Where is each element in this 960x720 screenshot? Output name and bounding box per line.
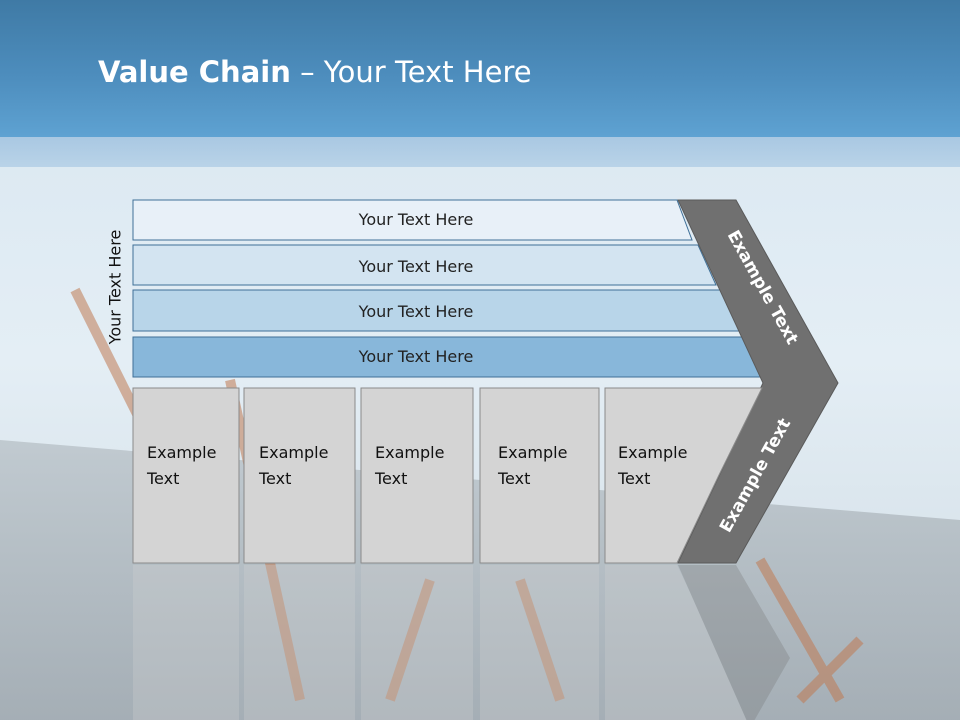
primary-activity-1-line1: Example bbox=[147, 443, 216, 462]
support-row-2-label: Your Text Here bbox=[358, 257, 474, 276]
support-row-3[interactable]: Your Text Here bbox=[132, 289, 741, 332]
support-row-3-label: Your Text Here bbox=[358, 302, 474, 321]
primary-activity-4-line2: Text bbox=[497, 469, 530, 488]
primary-activity-4-line1: Example bbox=[498, 443, 567, 462]
primary-activity-5[interactable]: Example Text bbox=[604, 387, 763, 564]
margin-chevron-shape bbox=[677, 199, 839, 564]
primary-activity-2-line1: Example bbox=[259, 443, 328, 462]
title-rest: – Your Text Here bbox=[290, 55, 532, 89]
primary-activity-5-line2: Text bbox=[617, 469, 650, 488]
support-row-2[interactable]: Your Text Here bbox=[132, 244, 717, 286]
primary-activity-2-box bbox=[243, 387, 356, 564]
support-row-1-shape bbox=[132, 199, 693, 241]
primary-activity-3[interactable]: Example Text bbox=[360, 387, 474, 564]
slide-title: Value Chain – Your Text Here bbox=[98, 55, 532, 89]
primary-activity-1[interactable]: Example Text bbox=[132, 387, 240, 564]
diagram-reflection bbox=[133, 565, 790, 720]
primary-activity-3-line2: Text bbox=[374, 469, 407, 488]
primary-activity-5-line1: Example bbox=[618, 443, 687, 462]
support-row-4[interactable]: Your Text Here bbox=[132, 336, 764, 378]
primary-activity-3-box bbox=[360, 387, 474, 564]
primary-activity-5-box bbox=[604, 387, 763, 564]
support-row-4-label: Your Text Here bbox=[358, 347, 474, 366]
support-row-1-label: Your Text Here bbox=[358, 210, 474, 229]
primary-activity-4[interactable]: Example Text bbox=[479, 387, 600, 564]
support-row-2-shape bbox=[132, 244, 717, 286]
primary-activity-1-box bbox=[132, 387, 240, 564]
primary-activity-1-line2: Text bbox=[146, 469, 179, 488]
primary-activities: Example Text Example Text Example Text E… bbox=[132, 387, 763, 564]
primary-activity-2-line2: Text bbox=[258, 469, 291, 488]
primary-activity-3-line1: Example bbox=[375, 443, 444, 462]
header-strip bbox=[0, 137, 960, 167]
primary-activity-2[interactable]: Example Text bbox=[243, 387, 356, 564]
header-band bbox=[0, 0, 960, 137]
title-bold: Value Chain bbox=[98, 55, 291, 89]
support-rows: Your Text Here Your Text Here Your Text … bbox=[132, 199, 764, 378]
support-row-1[interactable]: Your Text Here bbox=[132, 199, 693, 241]
primary-activity-4-box bbox=[479, 387, 600, 564]
